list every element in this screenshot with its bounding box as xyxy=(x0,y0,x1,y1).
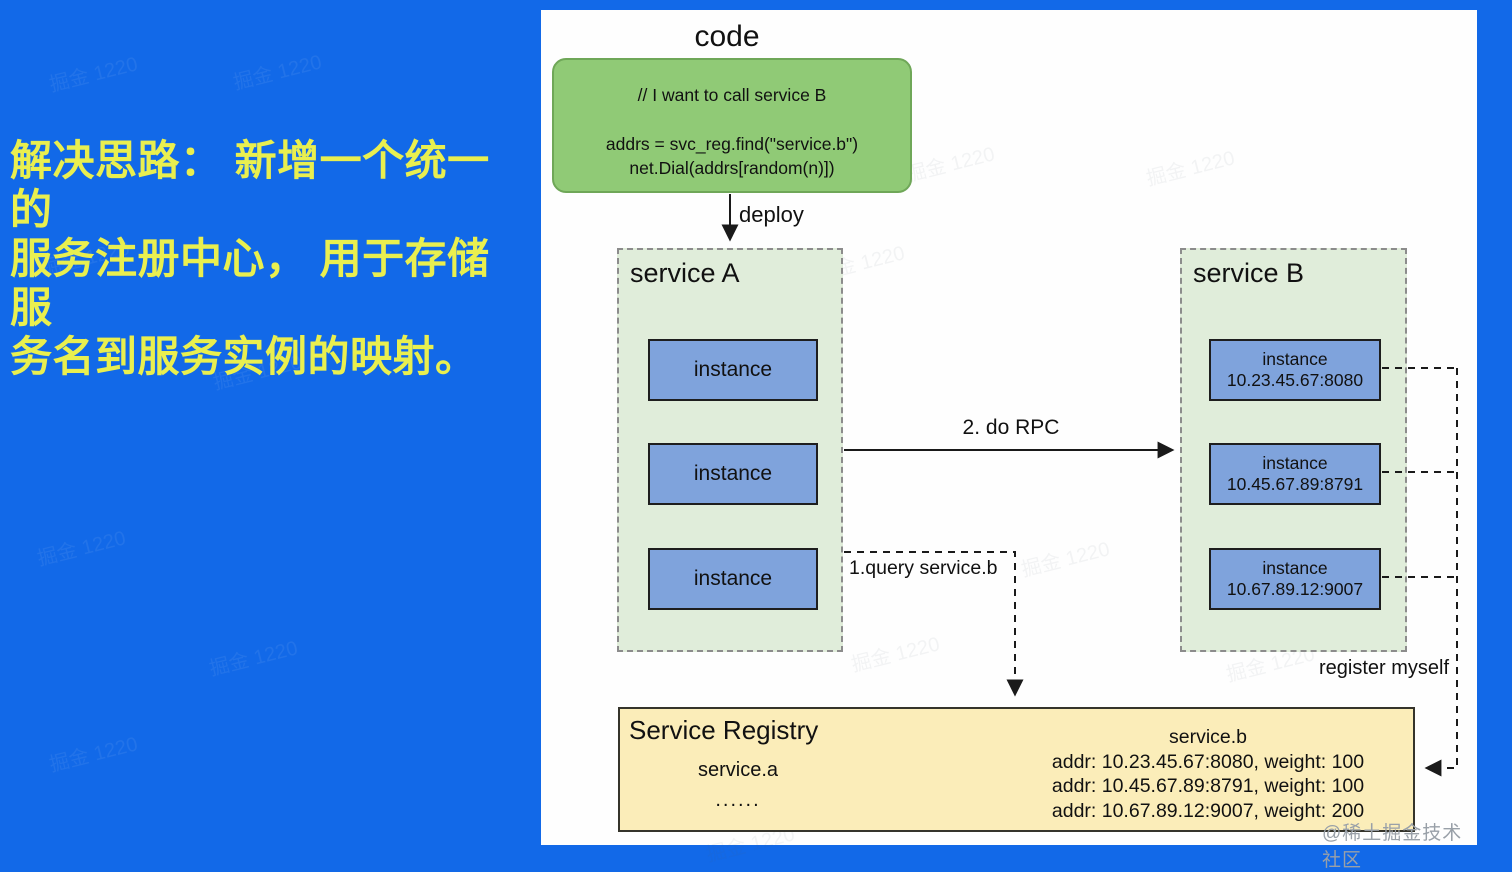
code-comment-line: // I want to call service B xyxy=(637,85,827,105)
service-a-instance-2: instance xyxy=(648,443,818,505)
community-credit-watermark: @稀土掘金技术社区 xyxy=(1322,823,1463,871)
registry-addr-row: addr: 10.23.45.67:8080, weight: 100 xyxy=(1051,750,1365,773)
code-box: // I want to call service B addrs = svc_… xyxy=(552,58,912,193)
watermark-tile: 掘金 1220 xyxy=(1144,147,1237,191)
watermark-tile: 掘金 1220 xyxy=(231,51,324,95)
watermark-tile: 掘金 1220 xyxy=(1019,538,1112,582)
query-label: 1.query service.b xyxy=(849,557,998,579)
registry-addr-row: addr: 10.45.67.89:8791, weight: 100 xyxy=(1051,775,1365,797)
registry-ellipsis: ...... xyxy=(715,789,761,811)
instance-label: instance xyxy=(1262,452,1328,473)
instance-label: instance xyxy=(693,358,773,381)
service-registry-box: Service Registry service.a ...... servic… xyxy=(618,707,1415,832)
solution-note: 解决思路： 新增一个统一的 服务注册中心， 用于存储服 务名到服务实例的映射。 xyxy=(10,136,520,381)
registry-service-a-name: service.a xyxy=(697,759,779,781)
watermark-tile: 掘金 1220 xyxy=(904,143,997,187)
watermark-tile: 掘金 1220 xyxy=(35,527,128,571)
service-a-title: service A xyxy=(630,258,740,288)
instance-address: 10.67.89.12:9007 xyxy=(1226,579,1364,599)
code-title: code xyxy=(694,20,760,53)
diagram-canvas: 掘金 1220 掘金 1220 掘金 1220 掘金 1220 掘金 1220 … xyxy=(541,10,1477,871)
instance-label: instance xyxy=(1262,557,1328,578)
service-b-title: service B xyxy=(1193,258,1305,288)
instance-address: 10.23.45.67:8080 xyxy=(1226,370,1364,390)
rpc-label: 2. do RPC xyxy=(962,416,1060,439)
watermark-tile: 掘金 1220 xyxy=(47,53,140,97)
watermark-tile: 掘金 1220 xyxy=(47,733,140,777)
solution-note-line: 解决思路： 新增一个统一的 xyxy=(10,137,490,233)
registry-service-b-entry: service.b addr: 10.23.45.67:8080, weight… xyxy=(1020,725,1396,823)
code-find-line: addrs = svc_reg.find("service.b") xyxy=(605,134,859,154)
service-b-instance-2: instance 10.45.67.89:8791 xyxy=(1209,443,1381,505)
instance-label: instance xyxy=(693,567,773,590)
watermark-tile: 掘金 1220 xyxy=(849,633,942,677)
solution-note-line: 务名到服务实例的映射。 xyxy=(10,333,478,380)
service-a-container: service A instance instance instance xyxy=(617,248,843,652)
registry-service-b-name: service.b xyxy=(1168,726,1248,748)
service-b-instance-1: instance 10.23.45.67:8080 xyxy=(1209,339,1381,401)
deploy-label: deploy xyxy=(739,202,804,227)
register-myself-label: register myself xyxy=(1318,657,1449,679)
instance-label: instance xyxy=(1262,348,1328,369)
instance-label: instance xyxy=(693,462,773,485)
solution-note-line: 服务注册中心， 用于存储服 xyxy=(10,235,490,331)
registry-addr-row: addr: 10.67.89.12:9007, weight: 200 xyxy=(1051,799,1365,822)
service-b-container: service B instance 10.23.45.67:8080 inst… xyxy=(1180,248,1407,652)
code-dial-line: net.Dial(addrs[random(n)]) xyxy=(629,158,835,178)
service-a-instance-1: instance xyxy=(648,339,818,401)
registry-service-a-entry: service.a ...... xyxy=(658,759,818,812)
watermark-tile: 掘金 1220 xyxy=(207,637,300,681)
service-registry-title: Service Registry xyxy=(629,715,819,745)
instance-address: 10.45.67.89:8791 xyxy=(1226,474,1364,494)
service-b-instance-3: instance 10.67.89.12:9007 xyxy=(1209,548,1381,610)
service-a-instance-3: instance xyxy=(648,548,818,610)
register-arrow xyxy=(1424,368,1458,777)
